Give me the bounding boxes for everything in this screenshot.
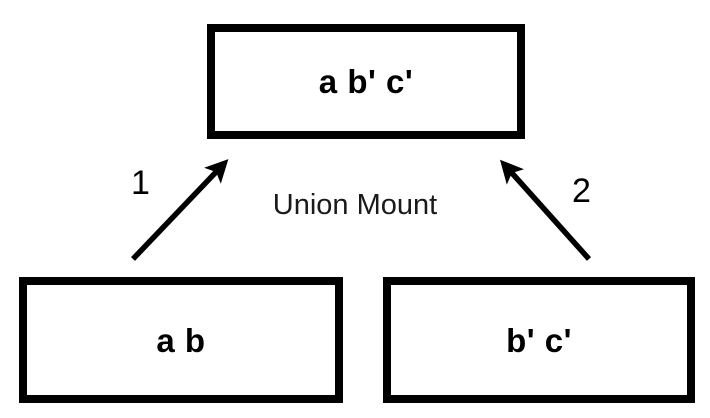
node-label-bottom-right: b' c': [506, 321, 572, 359]
edge-label-2: 2: [572, 172, 591, 210]
node-label-top: a b' c': [318, 63, 414, 100]
edge-label-1: 1: [131, 164, 150, 202]
node-box-bottom-left[interactable]: a b: [19, 277, 343, 403]
node-box-top[interactable]: a b' c': [207, 24, 525, 139]
node-box-bottom-right[interactable]: b' c': [383, 277, 695, 403]
node-label-bottom-left: a b: [156, 321, 206, 359]
diagram-caption: Union Mount: [272, 189, 438, 221]
